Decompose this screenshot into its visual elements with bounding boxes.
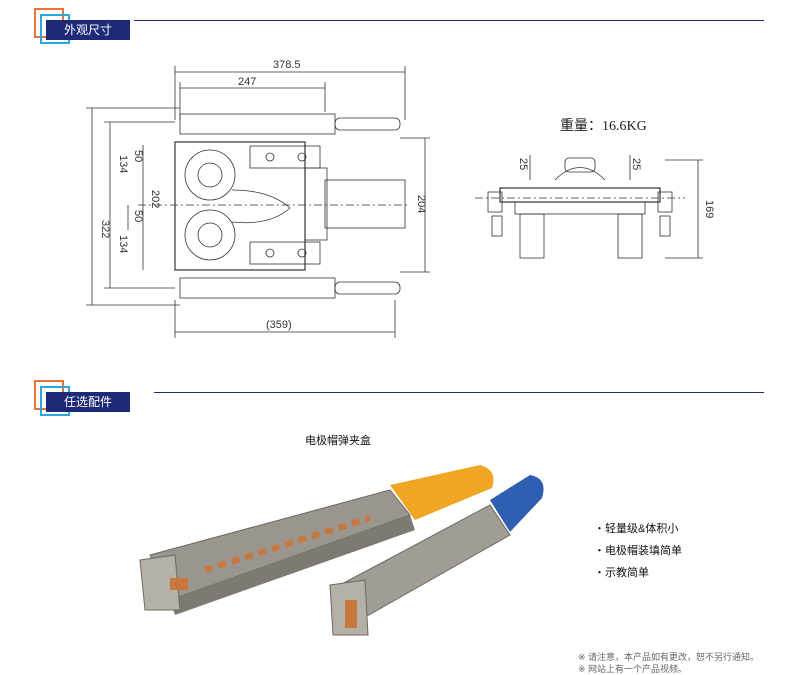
cap-magazine-image [139, 465, 544, 636]
section-rule [154, 392, 764, 393]
note-item: ※ 请注意，本产品如有更改，恕不另行通知。 [578, 652, 760, 662]
dim-bottom-width: (359) [266, 319, 292, 331]
accessory-name: 电极帽弹夹盒 [305, 435, 371, 447]
section-title-dimensions: 外观尺寸 [46, 20, 131, 40]
feature-item: ・电极帽装填简单 [594, 545, 682, 557]
section-header-accessories: 任选配件 [34, 380, 764, 420]
feature-item: ・轻量级&体积小 [594, 523, 679, 535]
dim-height-lower: 134 [117, 235, 129, 253]
dim-inner-gap-lower: 50 [132, 210, 144, 222]
note-item: ※ 网站上有一个产品视频。 [578, 664, 688, 674]
feature-item: ・示教简单 [594, 567, 649, 579]
weight-label: 重量：16.6KG [560, 119, 647, 134]
top-view-drawing: 378.5 247 (359) 322 134 134 50 50 202 20… [86, 59, 430, 338]
dim-height-total: 322 [99, 220, 111, 238]
dim-partial-width: 247 [238, 76, 256, 88]
dim-inner-gap-upper: 50 [132, 150, 144, 162]
dim-height-upper: 134 [117, 155, 129, 173]
dim-side-offset-left: 25 [517, 158, 529, 170]
dim-side-offset-right: 25 [630, 158, 642, 170]
section-rule [134, 20, 764, 21]
dim-right-height: 204 [415, 195, 427, 213]
dim-center-span: 202 [149, 190, 161, 208]
dim-overall-width: 378.5 [273, 59, 301, 71]
side-view-drawing: 25 25 169 [475, 155, 715, 259]
dim-side-height: 169 [703, 200, 715, 218]
section-title-accessories: 任选配件 [46, 392, 131, 412]
section-header-dimensions: 外观尺寸 [34, 8, 764, 48]
